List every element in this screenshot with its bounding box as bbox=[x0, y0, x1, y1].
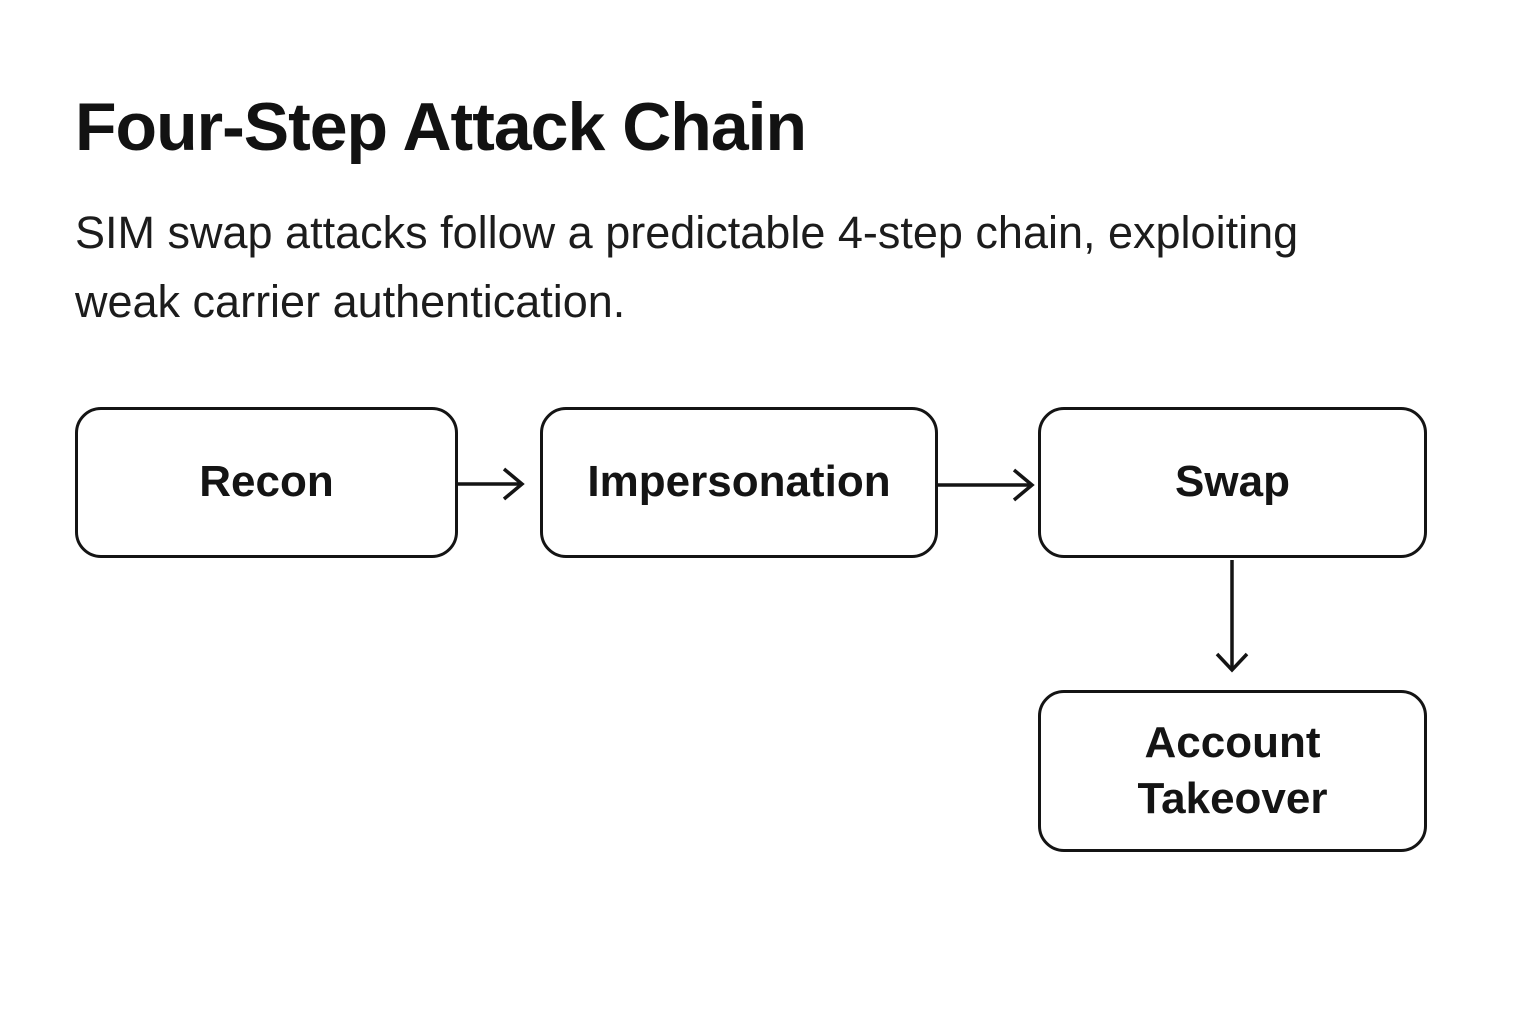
flow-node-recon: Recon bbox=[75, 407, 458, 558]
page-subtitle: SIM swap attacks follow a predictable 4-… bbox=[75, 207, 1299, 327]
arrow-impersonation-to-swap bbox=[936, 465, 1038, 505]
flow-node-impersonation: Impersonation bbox=[540, 407, 938, 558]
down-arrow-icon bbox=[1215, 560, 1249, 673]
arrow-recon-to-impersonation bbox=[456, 464, 528, 504]
arrow-swap-to-account-takeover bbox=[1212, 560, 1252, 676]
flow-node-swap: Swap bbox=[1038, 407, 1427, 558]
flow-node-account-takeover-label: Account Takeover bbox=[1137, 717, 1328, 823]
flow-node-account-takeover: Account Takeover bbox=[1038, 690, 1427, 852]
flow-node-swap-label: Swap bbox=[1175, 457, 1290, 507]
right-arrow-icon bbox=[458, 467, 525, 501]
flow-node-recon-label: Recon bbox=[199, 457, 334, 507]
page-title: Four-Step Attack Chain bbox=[75, 89, 807, 165]
right-arrow-icon bbox=[938, 468, 1035, 502]
flow-node-impersonation-label: Impersonation bbox=[587, 457, 891, 507]
